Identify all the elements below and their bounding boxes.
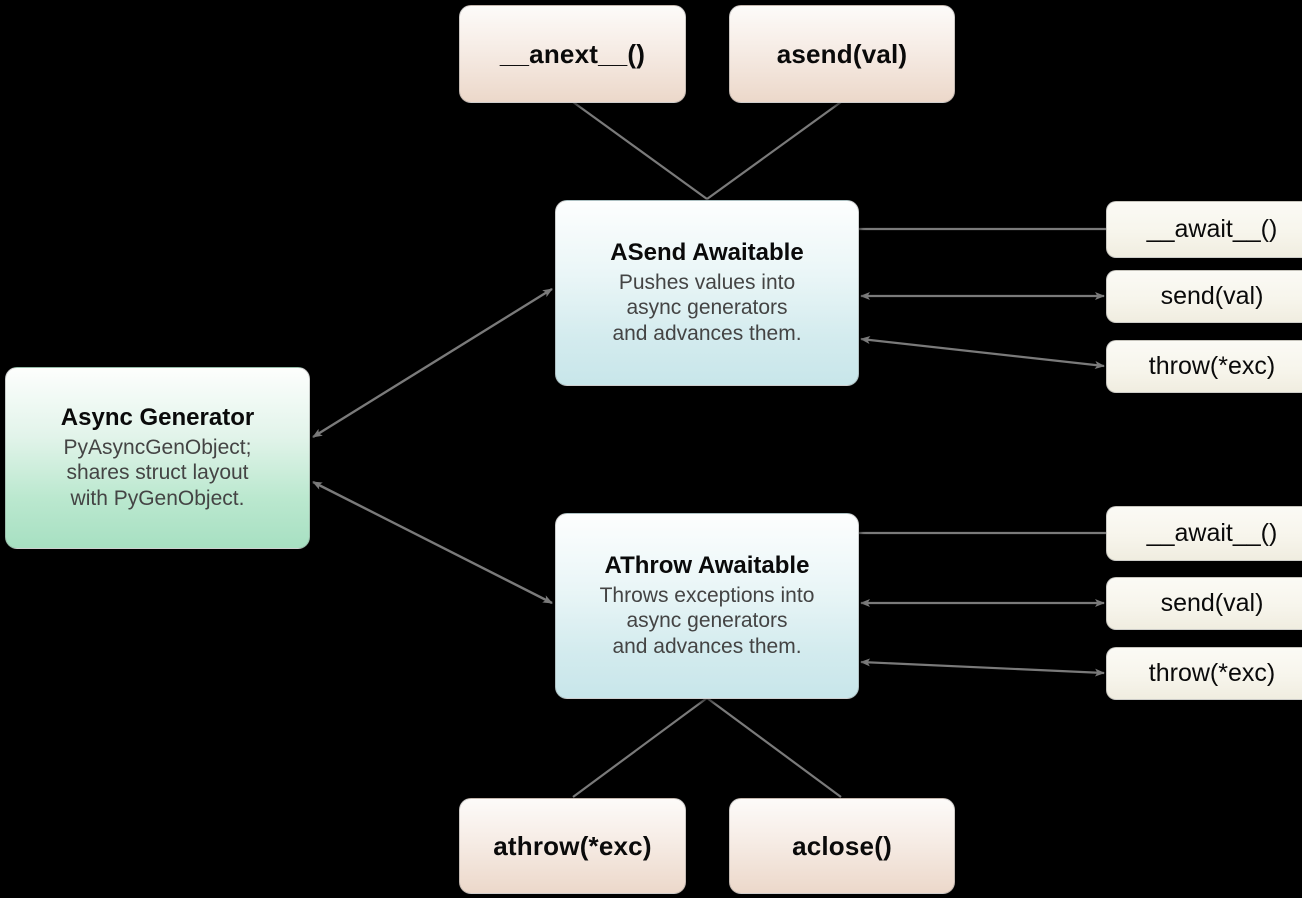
method-box-anext[interactable]: __anext__() <box>459 5 686 103</box>
method-box-athrow[interactable]: athrow(*exc) <box>459 798 686 894</box>
desc-line-3: with PyGenObject. <box>70 487 245 511</box>
node-async-generator-title: Async Generator <box>60 404 255 432</box>
desc-line-3: and advances them. <box>612 322 802 346</box>
method-box-athrow-label: athrow(*exc) <box>493 830 652 861</box>
node-athrow-awaitable-desc: Throws exceptions into async generators … <box>590 583 825 660</box>
connector-asend-method-to-asend <box>706 101 842 200</box>
method-box-athrow-throw-label: throw(*exc) <box>1148 659 1276 687</box>
method-box-asend[interactable]: asend(val) <box>729 5 955 103</box>
method-box-anext-label: __anext__() <box>499 38 646 69</box>
method-box-asend-send[interactable]: send(val) <box>1106 270 1302 323</box>
method-box-athrow-send[interactable]: send(val) <box>1106 577 1302 630</box>
node-async-generator-desc: PyAsyncGenObject; shares struct layout w… <box>54 435 262 512</box>
desc-line-1: Pushes values into <box>618 270 796 294</box>
method-box-asend-await[interactable]: __await__() <box>1106 201 1302 258</box>
method-box-athrow-await-label: __await__() <box>1146 519 1278 547</box>
desc-line-3: and advances them. <box>612 635 802 659</box>
node-athrow-awaitable[interactable]: AThrow Awaitable Throws exceptions into … <box>555 513 859 699</box>
method-box-asend-label: asend(val) <box>776 38 908 69</box>
desc-line-2: shares struct layout <box>66 461 249 485</box>
connector-aclose-to-athrow <box>706 697 842 798</box>
method-box-asend-throw-label: throw(*exc) <box>1148 352 1276 380</box>
connector-athrow-throw <box>860 658 1105 677</box>
connector-root-to-athrow <box>312 480 553 605</box>
method-box-asend-await-label: __await__() <box>1146 215 1278 243</box>
desc-line-1: Throws exceptions into <box>599 583 815 607</box>
node-async-generator[interactable]: Async Generator PyAsyncGenObject; shares… <box>5 367 310 549</box>
method-box-athrow-await[interactable]: __await__() <box>1106 506 1302 561</box>
connector-anext-to-asend <box>572 101 708 200</box>
method-box-athrow-send-label: send(val) <box>1160 589 1264 617</box>
desc-line-2: async generators <box>626 296 788 320</box>
method-box-asend-send-label: send(val) <box>1160 282 1264 310</box>
desc-line-1: PyAsyncGenObject; <box>63 435 252 459</box>
method-box-aclose-label: aclose() <box>792 830 892 861</box>
node-asend-awaitable-title: ASend Awaitable <box>610 239 804 267</box>
connector-root-to-asend <box>312 287 553 439</box>
connector-asend-throw <box>860 336 1105 369</box>
desc-line-2: async generators <box>626 609 788 633</box>
method-box-asend-throw[interactable]: throw(*exc) <box>1106 340 1302 393</box>
node-athrow-awaitable-title: AThrow Awaitable <box>604 552 810 580</box>
method-box-aclose[interactable]: aclose() <box>729 798 955 894</box>
connector-athrow-method-to-athrow <box>572 697 708 798</box>
method-box-athrow-throw[interactable]: throw(*exc) <box>1106 647 1302 700</box>
node-asend-awaitable[interactable]: ASend Awaitable Pushes values into async… <box>555 200 859 386</box>
node-asend-awaitable-desc: Pushes values into async generators and … <box>602 270 811 347</box>
